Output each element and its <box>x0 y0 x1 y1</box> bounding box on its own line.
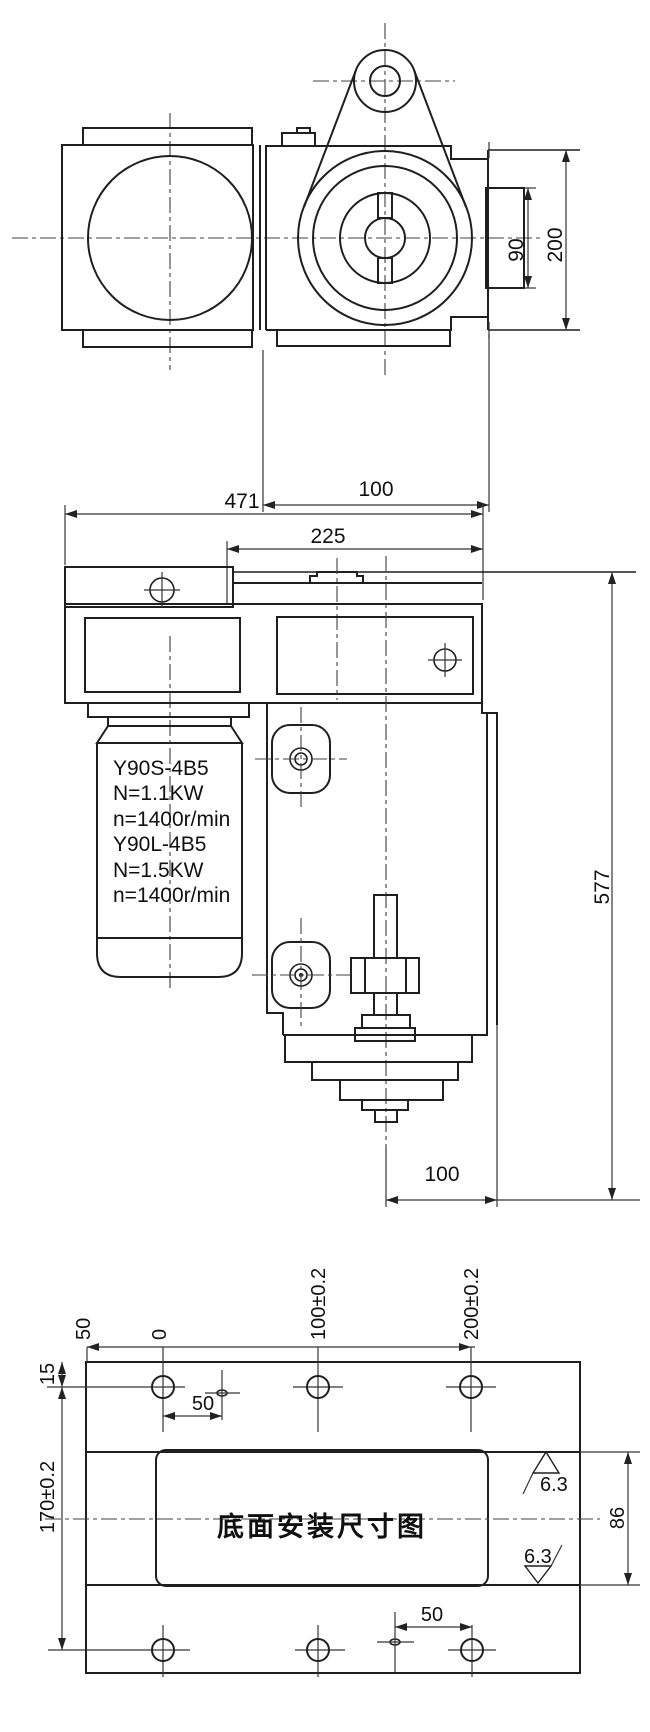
dim-86-label: 86 <box>607 1507 629 1529</box>
dim-200-label: 200 <box>544 227 567 262</box>
mount-hole <box>460 1638 484 1662</box>
ordinate-label-50: 50 <box>73 1318 95 1340</box>
mount-hole <box>151 1375 175 1399</box>
dim-577-label: 577 <box>591 869 614 904</box>
motor-spec-line-4: Y90L-4B5 <box>113 833 206 856</box>
ordinate-label-0: 0 <box>149 1329 171 1340</box>
dim-200: 200 <box>544 150 570 330</box>
breather-plug <box>281 127 316 146</box>
dim-90: 90 <box>505 187 536 289</box>
front-view: 471 225 <box>64 490 640 1207</box>
lever-eye-hole <box>369 65 401 97</box>
roughness-symbol-bottom: 6.3 <box>523 1544 563 1585</box>
lever-eye-outer-circle <box>353 49 417 113</box>
ordinate-label-100: 100±0.2 <box>308 1268 330 1340</box>
ordinate-label-200: 200±0.2 <box>461 1268 483 1340</box>
boss-outer-circle <box>297 150 473 326</box>
upper-clamp-boss <box>255 707 347 811</box>
dim-86: 86 <box>580 1451 640 1586</box>
motor-flange-lower <box>107 716 232 727</box>
upper-body-band <box>64 603 483 704</box>
dim-100-front-view: 100 <box>385 1025 498 1207</box>
dim-15-label: 15 <box>37 1363 59 1385</box>
dim-15: 15 <box>37 1362 66 1387</box>
dim-577: 577 <box>497 572 640 1201</box>
lever-left-edge <box>303 69 357 208</box>
mount-hole <box>151 1638 175 1662</box>
roughness-top-label: 6.3 <box>540 1474 568 1496</box>
gearbox-base-flange-plan <box>276 329 451 347</box>
bottom-hole-row <box>48 1612 496 1677</box>
ordinate-dimension: 50 0 100±0.2 200±0.2 <box>73 1268 483 1432</box>
keyway-slot-bottom <box>377 257 393 284</box>
motor-spec-block: Y90S-4B5 N=1.1KW n=1400r/min Y90L-4B5 N=… <box>113 757 230 907</box>
keyway-slot-top <box>377 192 393 219</box>
motor-fan-cover-circle <box>87 155 253 321</box>
motor-spec-line-1: Y90S-4B5 <box>113 757 209 780</box>
dim-90-label: 90 <box>505 238 528 261</box>
output-flange-plan <box>485 187 525 289</box>
roughness-bottom-label: 6.3 <box>524 1546 552 1568</box>
dim-50-bottom: 50 <box>395 1604 472 1631</box>
mounting-plate <box>85 1361 581 1674</box>
dim-50-top-label: 50 <box>192 1393 214 1415</box>
coupling-block <box>350 957 420 994</box>
motor-spec-line-6: n=1400r/min <box>113 884 230 907</box>
dim-100-top-view: 100 <box>262 334 490 512</box>
dim-50-bottom-label: 50 <box>421 1604 443 1626</box>
stepped-base <box>284 1034 473 1123</box>
dim-471: 471 <box>64 490 484 600</box>
top-cover-plate <box>64 566 234 608</box>
lever-right-edge <box>413 69 467 208</box>
lower-clamp-boss <box>252 918 350 1030</box>
motor-spec-line-5: N=1.5KW <box>113 859 204 882</box>
dim-170: 170±0.2 <box>37 1387 66 1650</box>
housing-left-edge <box>266 703 284 1035</box>
dim-225: 225 <box>226 525 483 605</box>
dim-50-top: 50 <box>163 1393 222 1420</box>
motor-spec-line-2: N=1.1KW <box>113 782 204 805</box>
motor-body <box>96 743 243 978</box>
right-window <box>276 616 474 695</box>
top-hole-row <box>47 1370 496 1420</box>
dim-471-label: 471 <box>224 490 259 513</box>
left-window <box>84 617 241 693</box>
mount-hole <box>306 1375 330 1399</box>
dim-100-front-label: 100 <box>424 1163 459 1186</box>
mount-hole <box>306 1638 330 1662</box>
dim-100-top-label: 100 <box>358 478 393 501</box>
motor-bell <box>95 725 244 744</box>
dim-225-label: 225 <box>310 525 345 548</box>
boss-rim-circle <box>312 165 458 311</box>
mount-hole <box>459 1375 483 1399</box>
top-view: 90 200 100 <box>12 23 580 512</box>
dim-170-label: 170±0.2 <box>37 1461 59 1533</box>
motor-housing-plan <box>61 144 254 331</box>
roughness-symbol-top: 6.3 <box>522 1450 568 1496</box>
view-title: 底面安装尺寸图 <box>217 1511 427 1542</box>
bottom-view: 底面安装尺寸图 50 0 100±0.2 200±0.2 15 <box>37 1268 640 1677</box>
motor-spec-line-3: n=1400r/min <box>113 808 230 831</box>
mounting-pocket <box>155 1449 489 1587</box>
housing-right-edge <box>481 703 498 1025</box>
